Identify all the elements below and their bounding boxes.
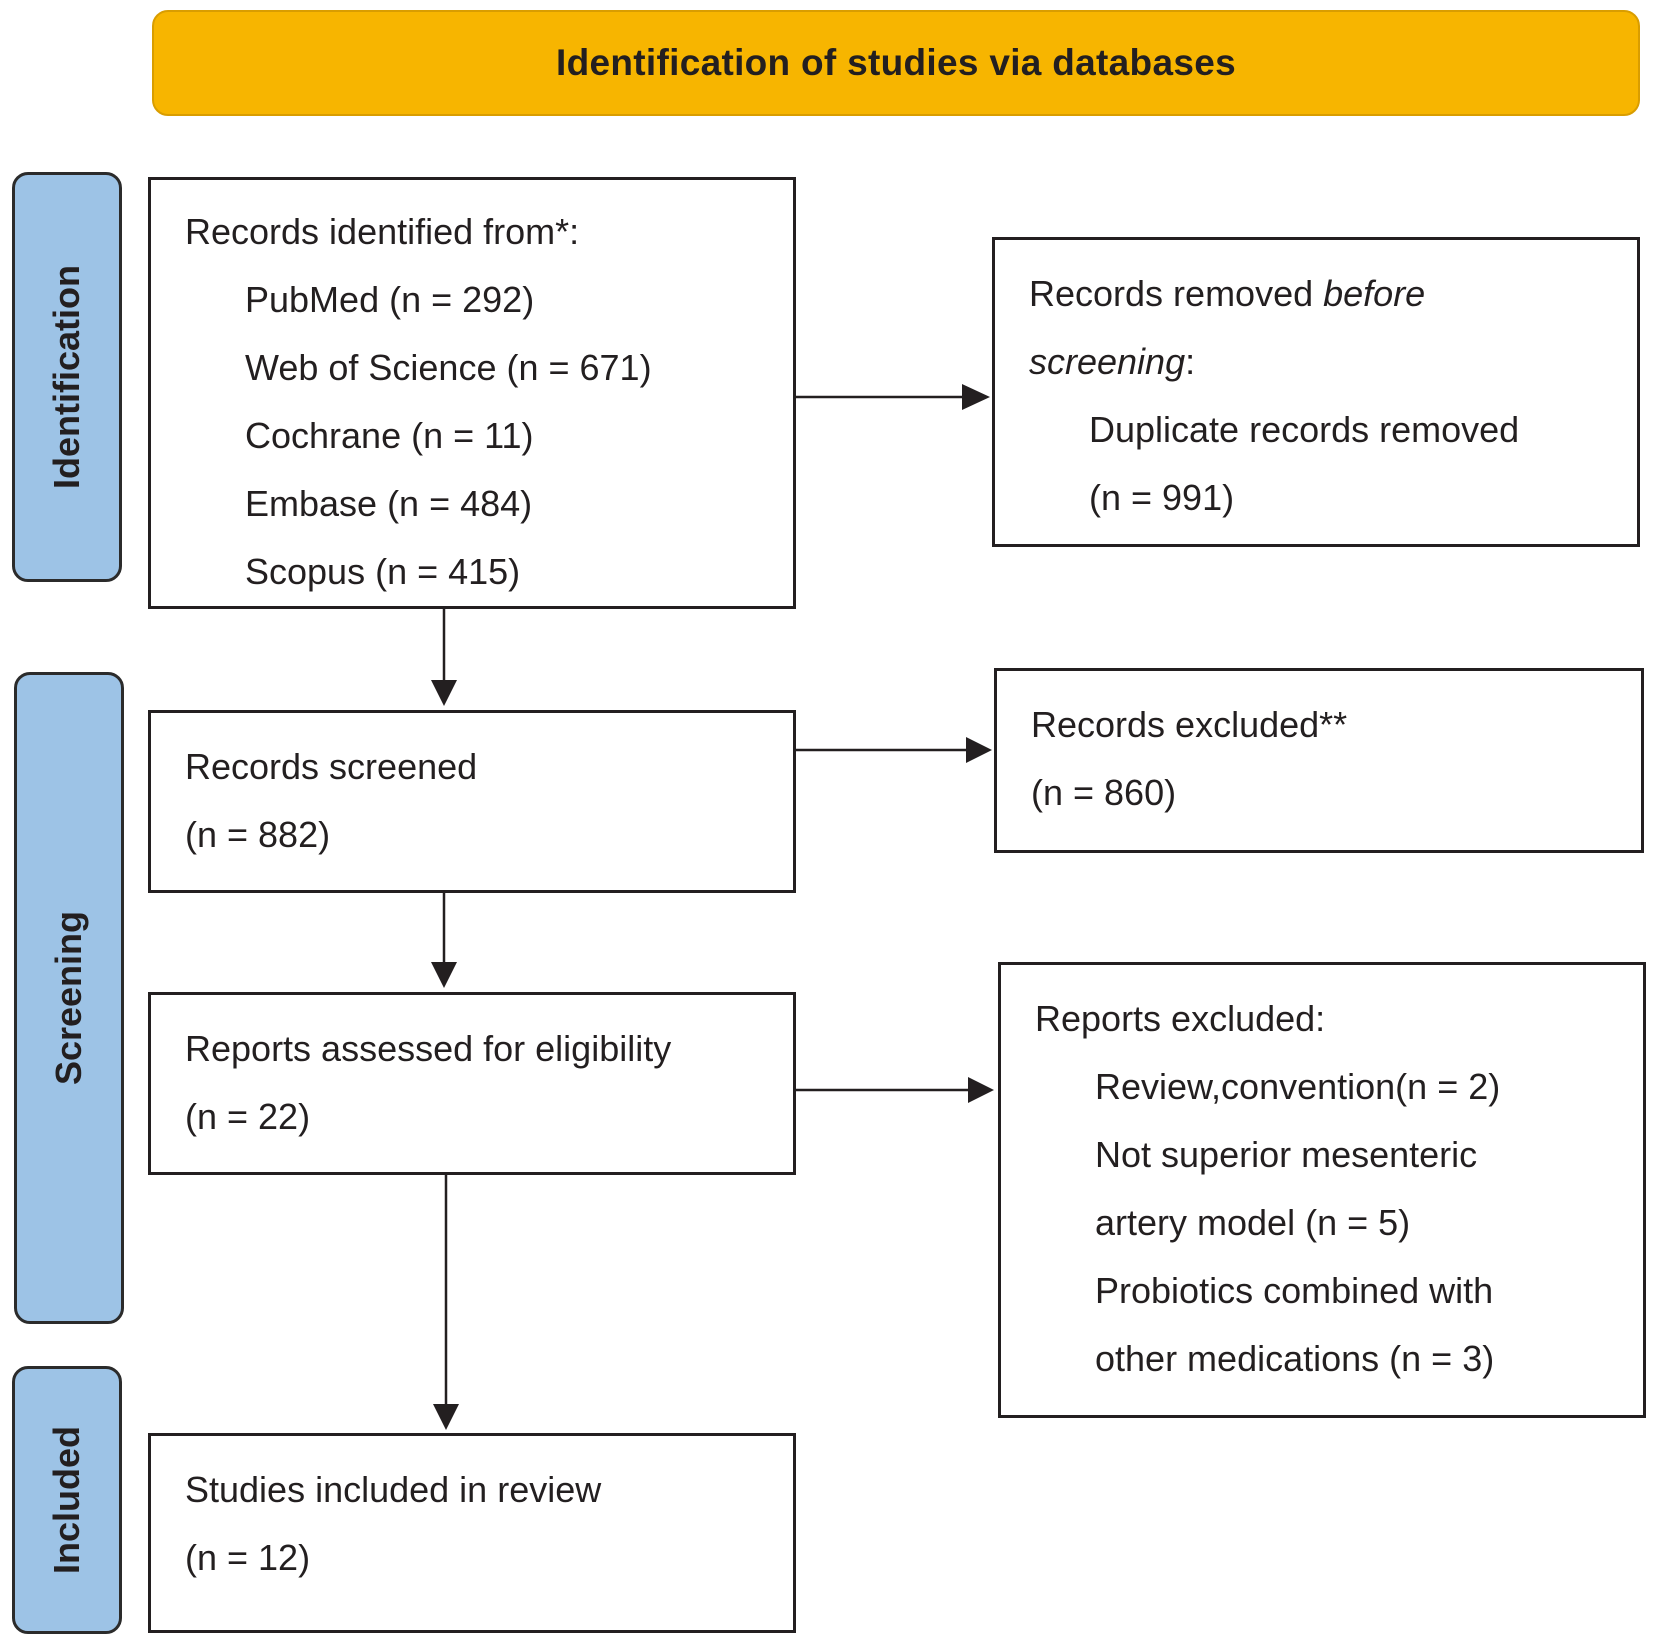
arrowhead-excluded-icon [966, 737, 992, 763]
records-identified-heading: Records identified from*: [185, 211, 580, 252]
reason-not-sma-line1: Not superior mesenteric [1095, 1134, 1478, 1175]
reports-assessed-box: Reports assessed for eligibility (n = 22… [148, 992, 796, 1175]
phase-screening: Screening [14, 672, 124, 1324]
records-removed-count: (n = 991) [1089, 477, 1235, 518]
records-screened-count: (n = 882) [185, 814, 331, 855]
header-title: Identification of studies via databases [556, 42, 1236, 83]
reports-assessed-label: Reports assessed for eligibility [185, 1028, 672, 1069]
reports-assessed-count: (n = 22) [185, 1096, 311, 1137]
records-removed-line2: screening: [1029, 328, 1637, 396]
phase-identification: Identification [12, 172, 122, 582]
records-screened-label: Records screened [185, 746, 478, 787]
source-web-of-science: Web of Science (n = 671) [245, 347, 652, 388]
arrowhead-screened-icon [431, 680, 457, 706]
source-scopus: Scopus (n = 415) [245, 551, 521, 592]
records-removed-prefix: Records removed [1029, 273, 1324, 314]
records-screened-box: Records screened (n = 882) [148, 710, 796, 893]
source-cochrane: Cochrane (n = 11) [245, 415, 534, 456]
records-removed-colon: : [1185, 341, 1196, 382]
source-embase: Embase (n = 484) [245, 483, 533, 524]
studies-included-label: Studies included in review [185, 1469, 602, 1510]
arrowhead-removed-icon [962, 384, 990, 410]
reports-excluded-heading: Reports excluded: [1035, 998, 1326, 1039]
records-removed-before: before [1323, 273, 1426, 314]
reason-not-sma-line2: artery model (n = 5) [1095, 1202, 1411, 1243]
records-removed-box: Records removed before screening: Duplic… [992, 237, 1640, 547]
records-removed-screening: screening [1029, 341, 1186, 382]
arrowhead-assessed-icon [431, 962, 457, 988]
reason-probiotics-line1: Probiotics combined with [1095, 1270, 1494, 1311]
records-removed-line1: Records removed before [1029, 260, 1637, 328]
source-pubmed: PubMed (n = 292) [245, 279, 535, 320]
records-identified-box: Records identified from*: PubMed (n = 29… [148, 177, 796, 609]
studies-included-box: Studies included in review (n = 12) [148, 1433, 796, 1633]
records-excluded-label: Records excluded** [1031, 704, 1348, 745]
reason-review-convention: Review,convention(n = 2) [1095, 1066, 1501, 1107]
header-banner: Identification of studies via databases [152, 10, 1640, 116]
arrowhead-reports-excluded-icon [968, 1077, 994, 1103]
records-removed-detail: Duplicate records removed [1089, 409, 1520, 450]
reports-excluded-box: Reports excluded: Review,convention(n = … [998, 962, 1646, 1418]
phase-included: Included [12, 1366, 122, 1634]
reason-probiotics-line2: other medications (n = 3) [1095, 1338, 1495, 1379]
studies-included-count: (n = 12) [185, 1537, 311, 1578]
records-excluded-box: Records excluded** (n = 860) [994, 668, 1644, 853]
arrowhead-included-icon [433, 1404, 459, 1430]
records-excluded-count: (n = 860) [1031, 772, 1177, 813]
